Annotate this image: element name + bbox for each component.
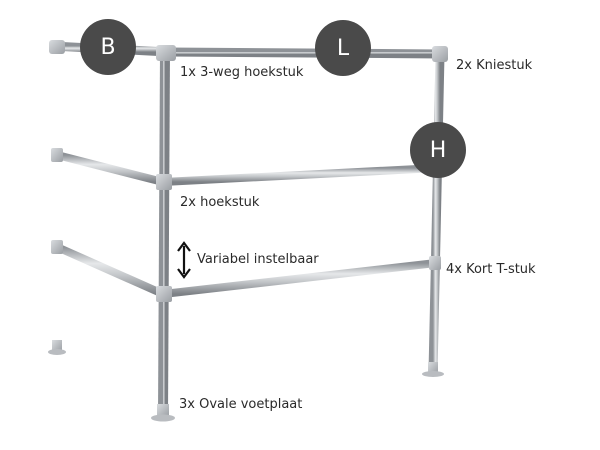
fitting-corner-front-low bbox=[156, 286, 172, 302]
rail-long-mid bbox=[162, 164, 438, 186]
badge-breedte: B bbox=[80, 19, 136, 75]
label-3weg-hoekstuk: 1x 3-weg hoekstuk bbox=[180, 65, 304, 80]
post-front bbox=[158, 51, 170, 416]
label-hoekstuk: 2x hoekstuk bbox=[180, 195, 260, 210]
fitting-tee-back-mid bbox=[51, 148, 63, 162]
rail-side-mid bbox=[56, 151, 164, 186]
label-voetplaat: 3x Ovale voetplaat bbox=[179, 397, 303, 412]
fitting-corner-front-mid bbox=[156, 174, 172, 190]
badge-lengte: L bbox=[315, 20, 371, 76]
label-kort-tstuk: 4x Kort T-stuk bbox=[446, 262, 536, 277]
fitting-knee-right bbox=[432, 46, 448, 62]
fitting-3way-corner bbox=[156, 45, 176, 61]
footplate-front bbox=[151, 404, 175, 422]
footplate-back-left bbox=[48, 340, 66, 355]
badge-hoogte: H bbox=[410, 122, 466, 178]
footplate-back-right bbox=[422, 362, 444, 377]
fitting-corner-back bbox=[49, 40, 65, 54]
rail-side-low bbox=[55, 243, 165, 298]
label-variabel: Variabel instelbaar bbox=[197, 252, 319, 267]
post-back-right bbox=[428, 54, 445, 373]
fitting-tee-right-low bbox=[429, 256, 441, 270]
fitting-tee-back-low bbox=[51, 240, 63, 254]
double-arrow-vertical-icon bbox=[177, 241, 191, 279]
label-kniestuk: 2x Kniestuk bbox=[456, 58, 533, 73]
rail-top-long bbox=[167, 47, 443, 59]
rail-long-low bbox=[162, 259, 437, 298]
